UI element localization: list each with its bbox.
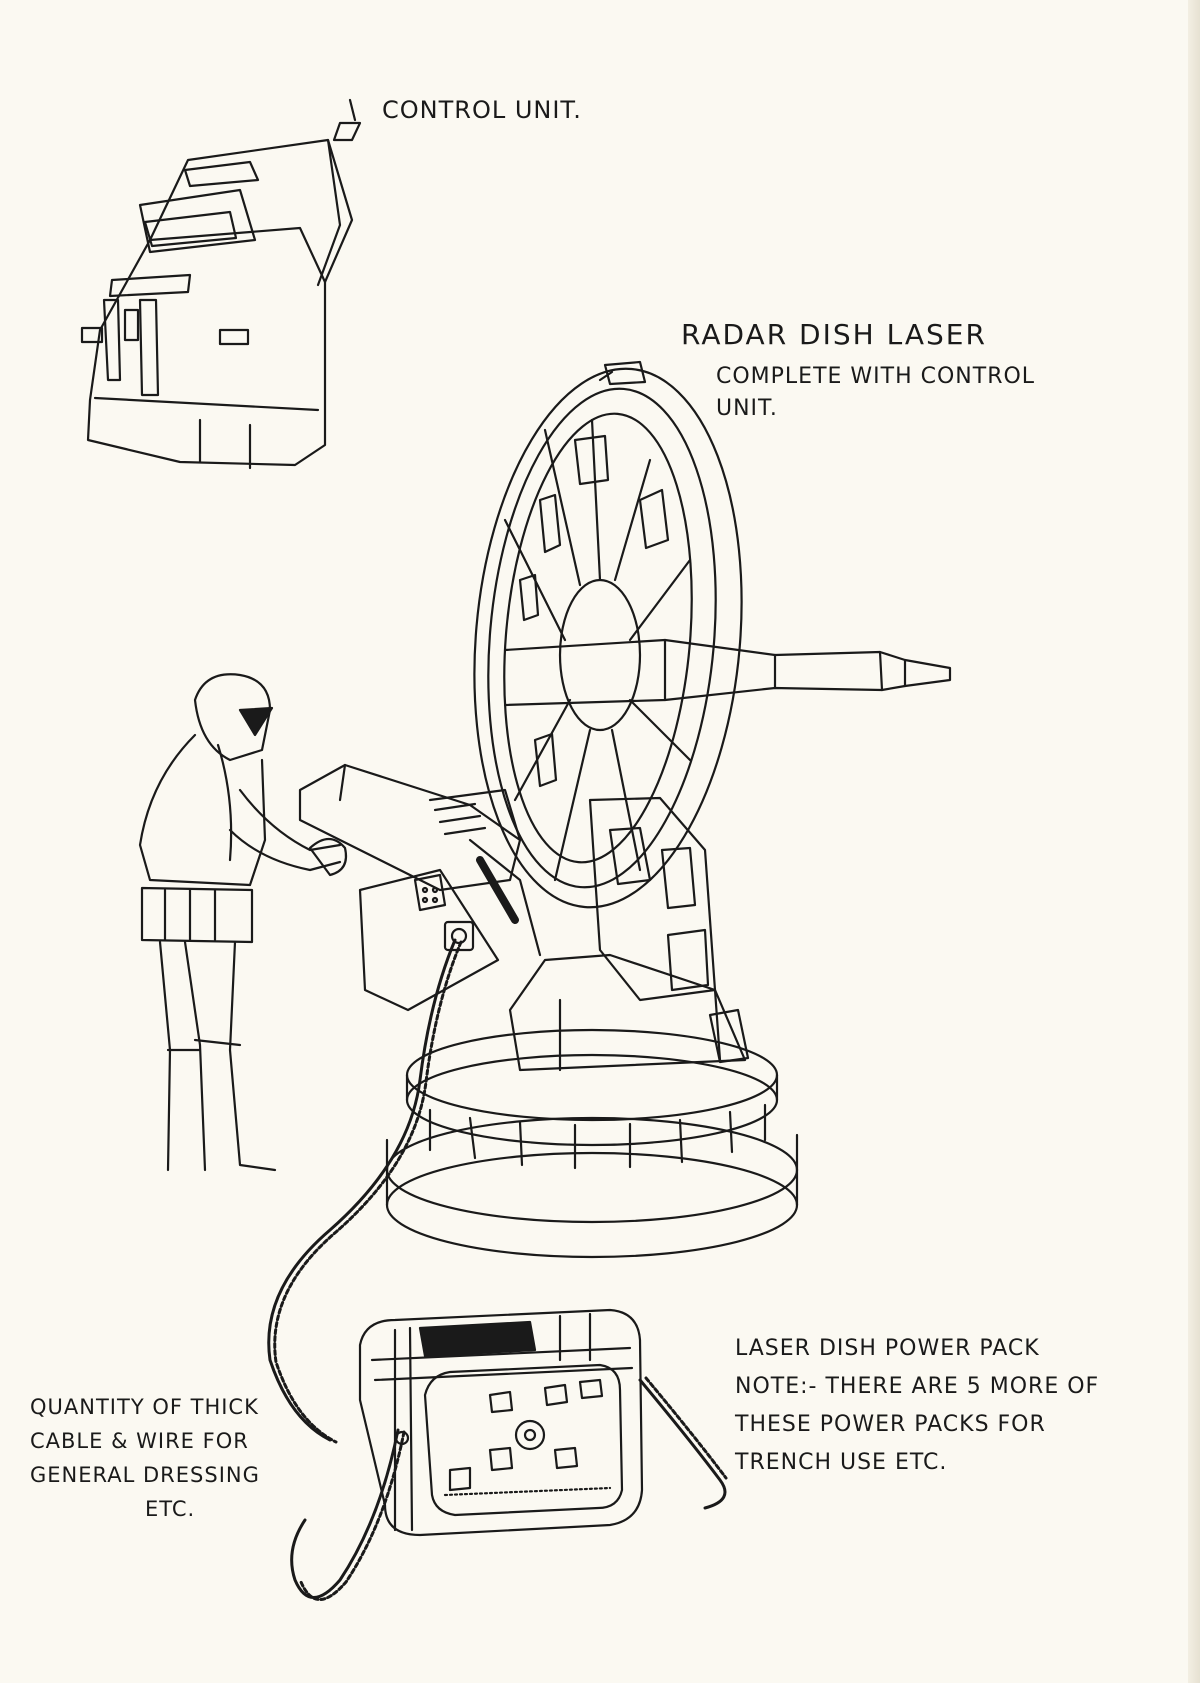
thick-cable-drawing (267, 938, 728, 1601)
power-pack-note: LASER DISH POWER PACK NOTE:- THERE ARE 5… (735, 1330, 1099, 1482)
radar-dish-subtitle-line1: COMPLETE WITH CONTROL (716, 364, 1036, 389)
cable-note-line1: QUANTITY OF THICK (30, 1395, 259, 1419)
operator-figure-drawing (138, 673, 348, 1172)
power-pack-drawing (358, 1308, 644, 1537)
control-unit-drawing (80, 98, 362, 470)
control-unit-label: CONTROL UNIT. (382, 96, 582, 124)
cable-note-line3: GENERAL DRESSING (30, 1463, 260, 1487)
radar-dish-title: RADAR DISH LASER (681, 318, 987, 351)
power-pack-note-line3: THESE POWER PACKS FOR (735, 1412, 1046, 1437)
power-pack-note-line2: NOTE:- THERE ARE 5 MORE OF (735, 1374, 1100, 1399)
power-pack-note-line4: TRENCH USE ETC. (735, 1450, 948, 1475)
cable-note-line2: CABLE & WIRE FOR (30, 1429, 249, 1453)
paper-edge (1188, 0, 1200, 1683)
radar-dish-subtitle-line2: UNIT. (716, 396, 778, 421)
cable-note-line4: ETC. (145, 1497, 196, 1521)
cable-note: QUANTITY OF THICK CABLE & WIRE FOR GENER… (30, 1390, 330, 1526)
radar-dish-laser-drawing (298, 360, 952, 1259)
power-pack-note-line1: LASER DISH POWER PACK (735, 1336, 1040, 1361)
